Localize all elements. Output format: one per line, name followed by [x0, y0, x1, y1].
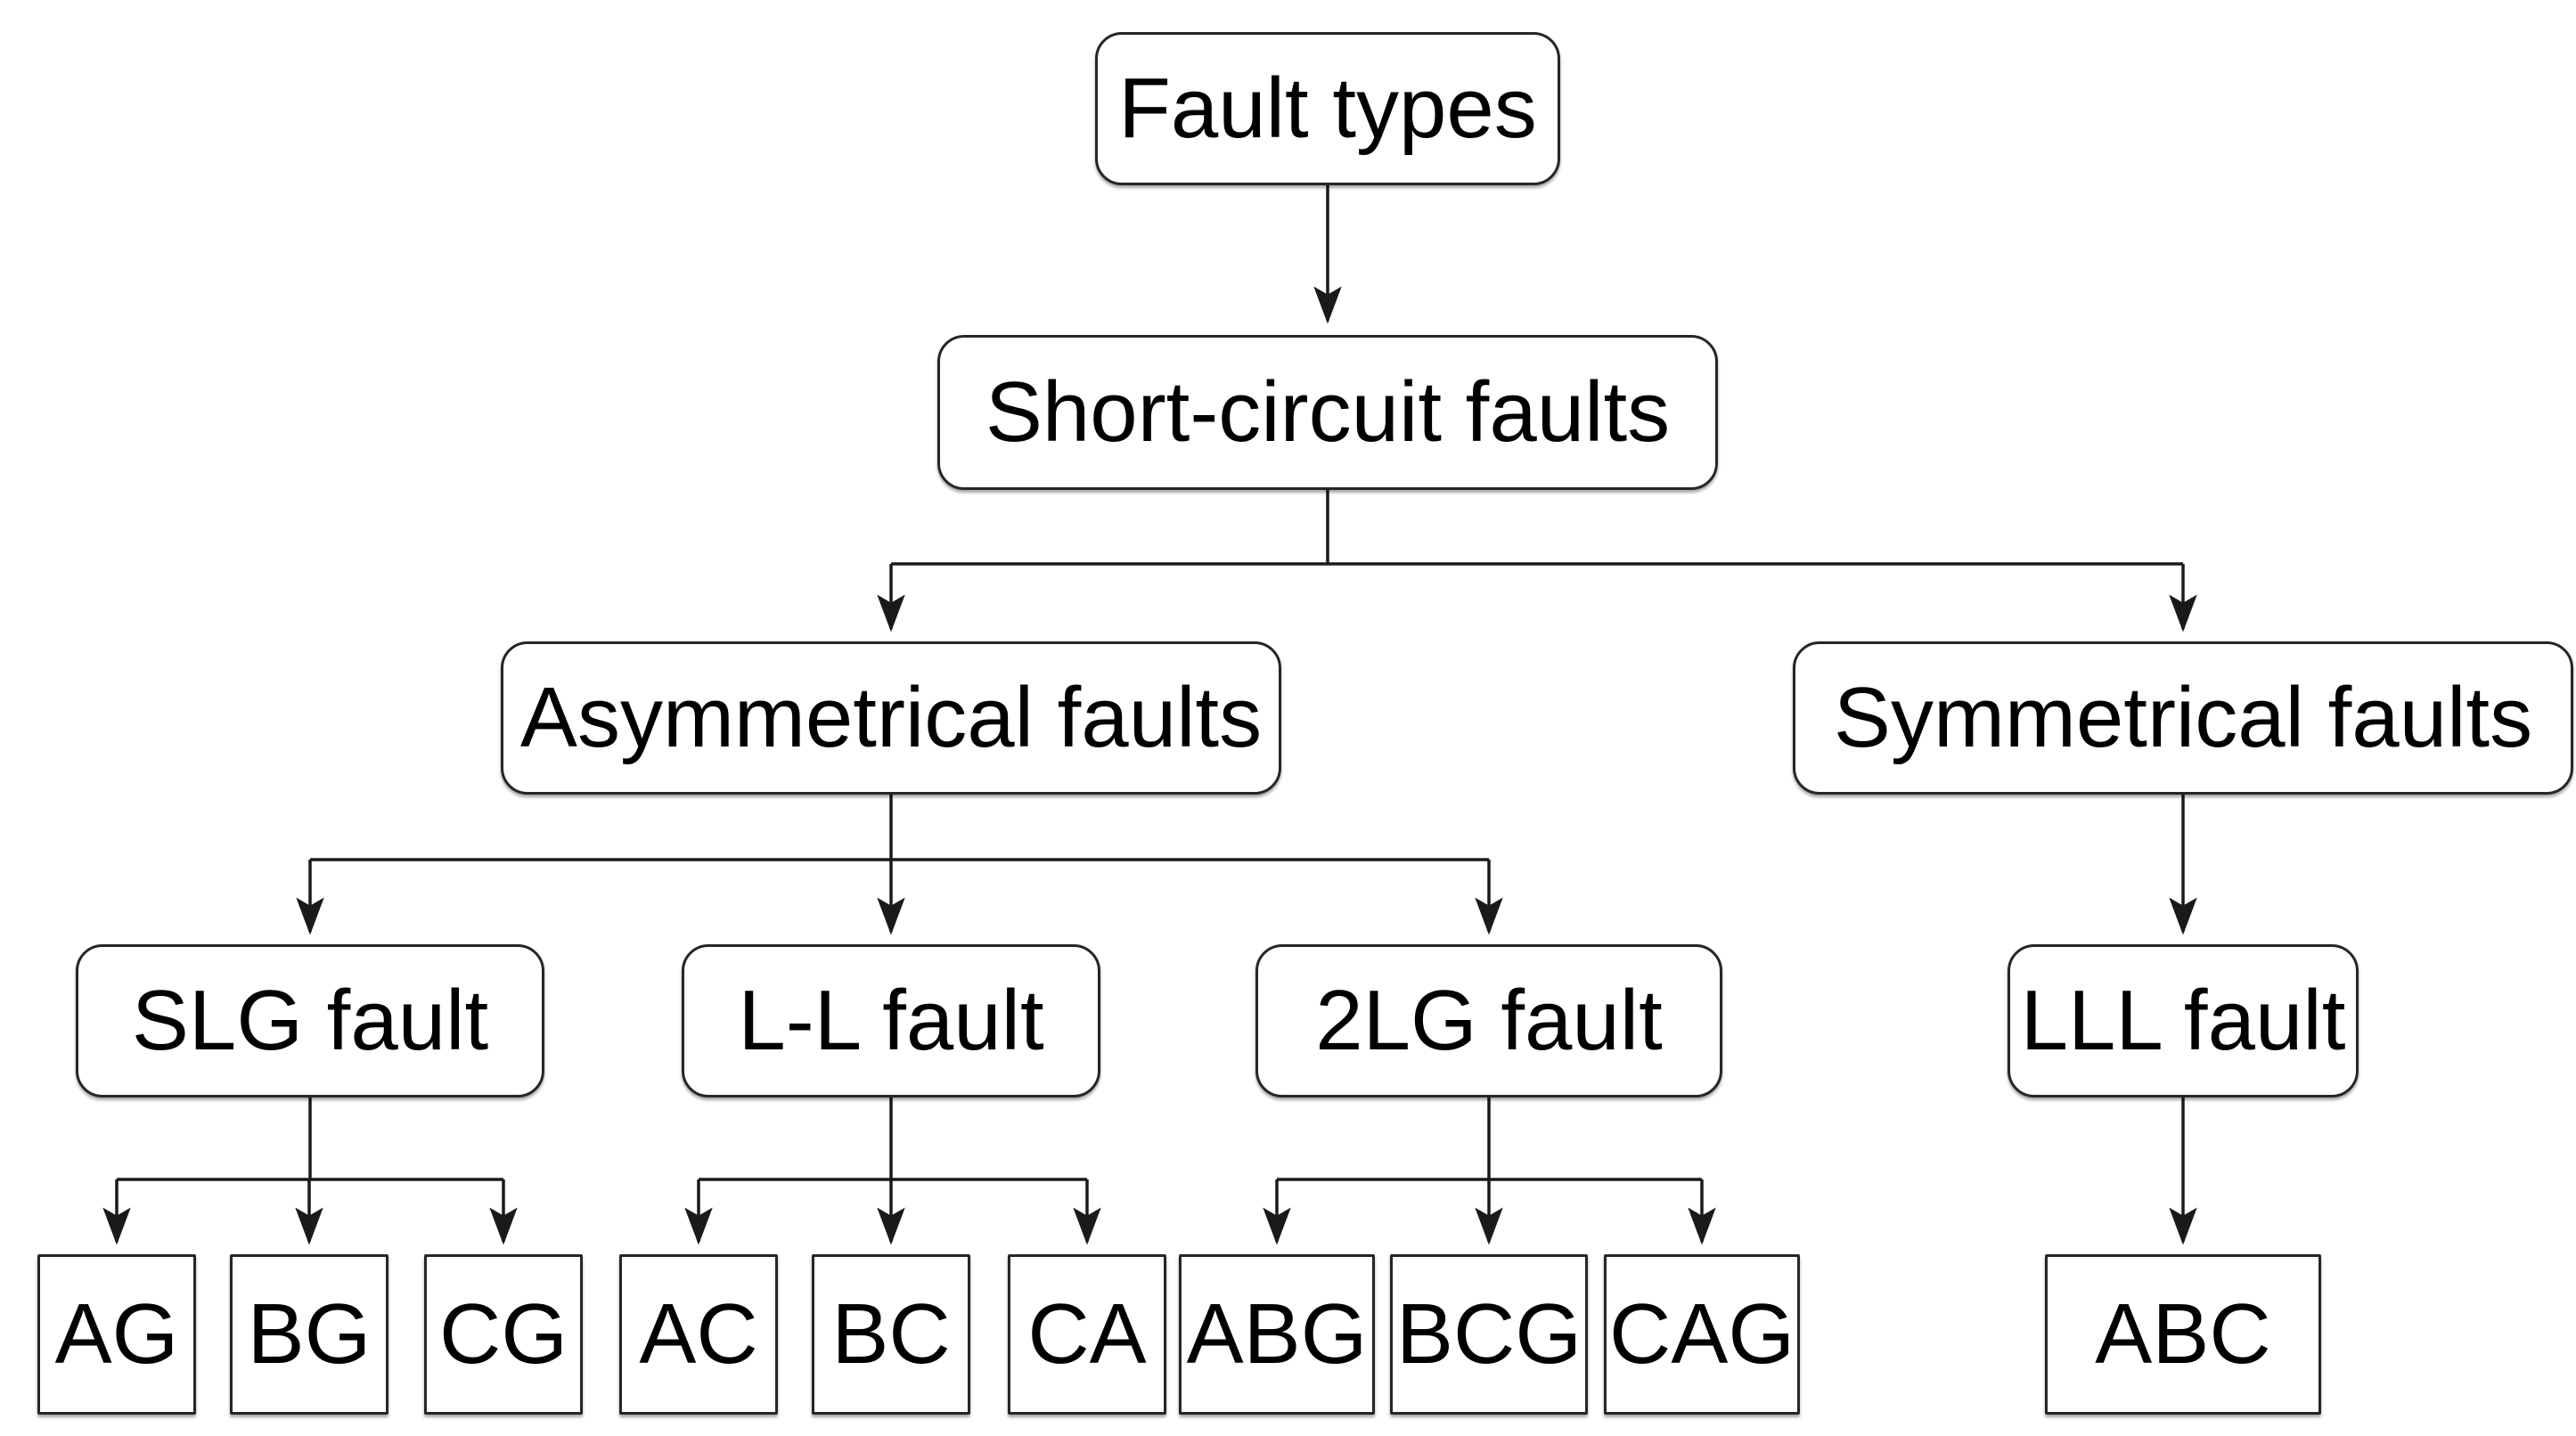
node-ca: CA: [1008, 1254, 1166, 1415]
connector-short-circuit-to-children: [877, 490, 2197, 632]
node-lll-fault: LLL fault: [2008, 944, 2359, 1097]
node-cg: CG: [424, 1254, 583, 1415]
connector-2lg-to-children: [1263, 1097, 1716, 1245]
node-short-circuit-faults: Short-circuit faults: [937, 335, 1718, 490]
node-abc: ABC: [2045, 1254, 2321, 1415]
node-ac: AC: [619, 1254, 778, 1415]
connector-ll-to-children: [684, 1097, 1101, 1245]
node-ll-fault: L-L fault: [682, 944, 1100, 1097]
node-asymmetrical-faults: Asymmetrical faults: [501, 641, 1281, 795]
node-ag: AG: [37, 1254, 196, 1415]
node-abg: ABG: [1179, 1254, 1375, 1415]
node-bcg: BCG: [1390, 1254, 1588, 1415]
node-cag: CAG: [1604, 1254, 1800, 1415]
connector-slg-to-children: [102, 1097, 518, 1245]
connector-asymmetrical-to-children: [296, 795, 1503, 935]
node-bc: BC: [812, 1254, 970, 1415]
node-2lg-fault: 2LG fault: [1255, 944, 1722, 1097]
node-fault-types: Fault types: [1095, 32, 1560, 185]
node-symmetrical-faults: Symmetrical faults: [1793, 641, 2573, 795]
node-bg: BG: [230, 1254, 388, 1415]
node-slg-fault: SLG fault: [76, 944, 544, 1097]
